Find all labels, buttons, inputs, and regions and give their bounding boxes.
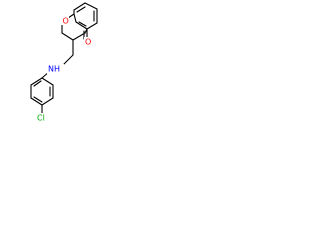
amine-label: NH — [48, 65, 60, 74]
bond-single — [72, 32, 86, 41]
bond-aromatic-inner — [33, 80, 42, 87]
ring-oxygen-label: O — [63, 17, 69, 26]
bond-aromatic — [41, 77, 54, 86]
chemical-structure-diagram: O O NH Cl — [30, 2, 98, 123]
bond-aromatic-inner — [33, 96, 43, 103]
ketone-oxygen-label: O — [85, 38, 91, 47]
bond-aromatic — [41, 97, 54, 106]
bond-aromatic — [73, 2, 86, 11]
bond-aromatic — [86, 22, 98, 30]
bond-single — [61, 32, 74, 41]
bond-aromatic — [75, 21, 88, 30]
bond-aromatic-inner — [76, 6, 86, 13]
bonds — [30, 2, 98, 115]
bond-aromatic — [30, 97, 43, 106]
chlorine-label: Cl — [37, 114, 45, 123]
bond-single — [63, 54, 74, 65]
bond-aromatic — [30, 77, 43, 86]
bond-aromatic — [84, 2, 98, 10]
bond-aromatic-inner — [78, 21, 87, 27]
bond-aromatic — [73, 13, 77, 23]
atom-labels: O O NH Cl — [36, 16, 92, 123]
